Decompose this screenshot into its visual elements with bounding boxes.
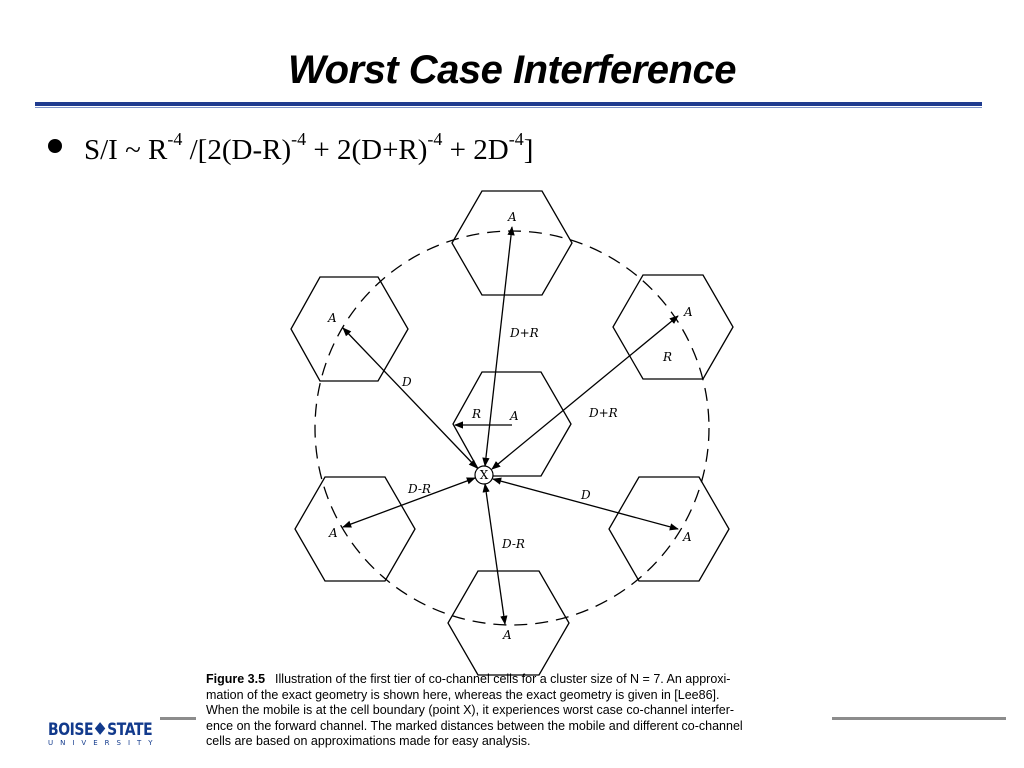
distance-label-lower-right: D <box>580 488 591 502</box>
formula-exponent: -4 <box>167 129 183 149</box>
slide-title: Worst Case Interference <box>288 48 736 92</box>
hex-cell-bottom <box>447 570 570 676</box>
bullet-dot-icon <box>48 139 62 153</box>
formula-part: + 2D <box>442 134 509 166</box>
formula-base: S/I ~ R <box>84 134 168 166</box>
formula-exponent: -4 <box>427 129 443 149</box>
cell-label-lower-right: A <box>682 530 692 544</box>
logo-diamond-icon <box>94 722 106 735</box>
arrow-to-upper-left-cell <box>342 327 478 469</box>
mobile-label: X <box>480 468 489 482</box>
formula-exponent: -4 <box>508 129 524 149</box>
hex-cell-lower-right <box>608 476 730 582</box>
caption-figure-label: Figure 3.5 <box>206 672 266 686</box>
arrow-to-bottom-cell <box>482 483 508 625</box>
hex-cell-upper-left <box>290 276 409 382</box>
cell-label-upper-left: A <box>327 311 337 325</box>
formula-part: ] <box>523 134 534 166</box>
caption-line: ence on the forward channel. The marked … <box>206 718 743 733</box>
distance-label-top: D+R <box>509 326 539 340</box>
footer-divider-left <box>160 717 196 720</box>
distance-label-bottom: D-R <box>501 537 525 551</box>
caption-line: When the mobile is at the cell boundary … <box>206 703 735 717</box>
distance-label-center-r: R <box>471 407 481 421</box>
cell-label-upper-right: A <box>683 305 693 319</box>
formula-part: /[2(D-R) <box>182 134 292 166</box>
cell-label-lower-left: A <box>328 526 338 540</box>
hex-cell-center <box>452 371 572 477</box>
hex-cell-upper-right <box>612 274 734 380</box>
distance-label-lower-left: D-R <box>407 482 431 496</box>
cell-label-top: A <box>507 210 517 224</box>
arrow-to-lower-right-cell <box>492 477 679 531</box>
hex-cell-lower-left <box>294 476 416 582</box>
formula-exponent: -4 <box>291 129 307 149</box>
bullet-formula: S/I ~ R-4 /[2(D-R)-4 + 2(D+R)-4 + 2D-4] <box>48 130 534 167</box>
first-tier-dashed-circle <box>314 230 710 626</box>
arrow-to-upper-right-cell <box>491 315 679 470</box>
distance-label-upper-right-r: R <box>662 350 672 364</box>
title-divider-thin <box>35 107 982 108</box>
formula-part: + 2(D+R) <box>306 134 428 166</box>
cell-label-center: A <box>509 409 519 423</box>
cell-label-bottom: A <box>502 628 512 642</box>
logo-subtext: UNIVERSITY <box>48 739 160 747</box>
caption-line: mation of the exact geometry is shown he… <box>206 687 720 702</box>
hex-cell-top <box>451 190 573 296</box>
title-divider <box>35 102 982 106</box>
distance-label-right: D+R <box>588 406 618 420</box>
caption-line: cells are based on approximations made f… <box>206 734 531 748</box>
footer-divider-right <box>832 717 1006 720</box>
arrow-to-lower-left-cell <box>342 477 476 528</box>
arrow-to-top-cell <box>482 226 515 467</box>
distance-label-upper-left: D <box>401 375 412 389</box>
